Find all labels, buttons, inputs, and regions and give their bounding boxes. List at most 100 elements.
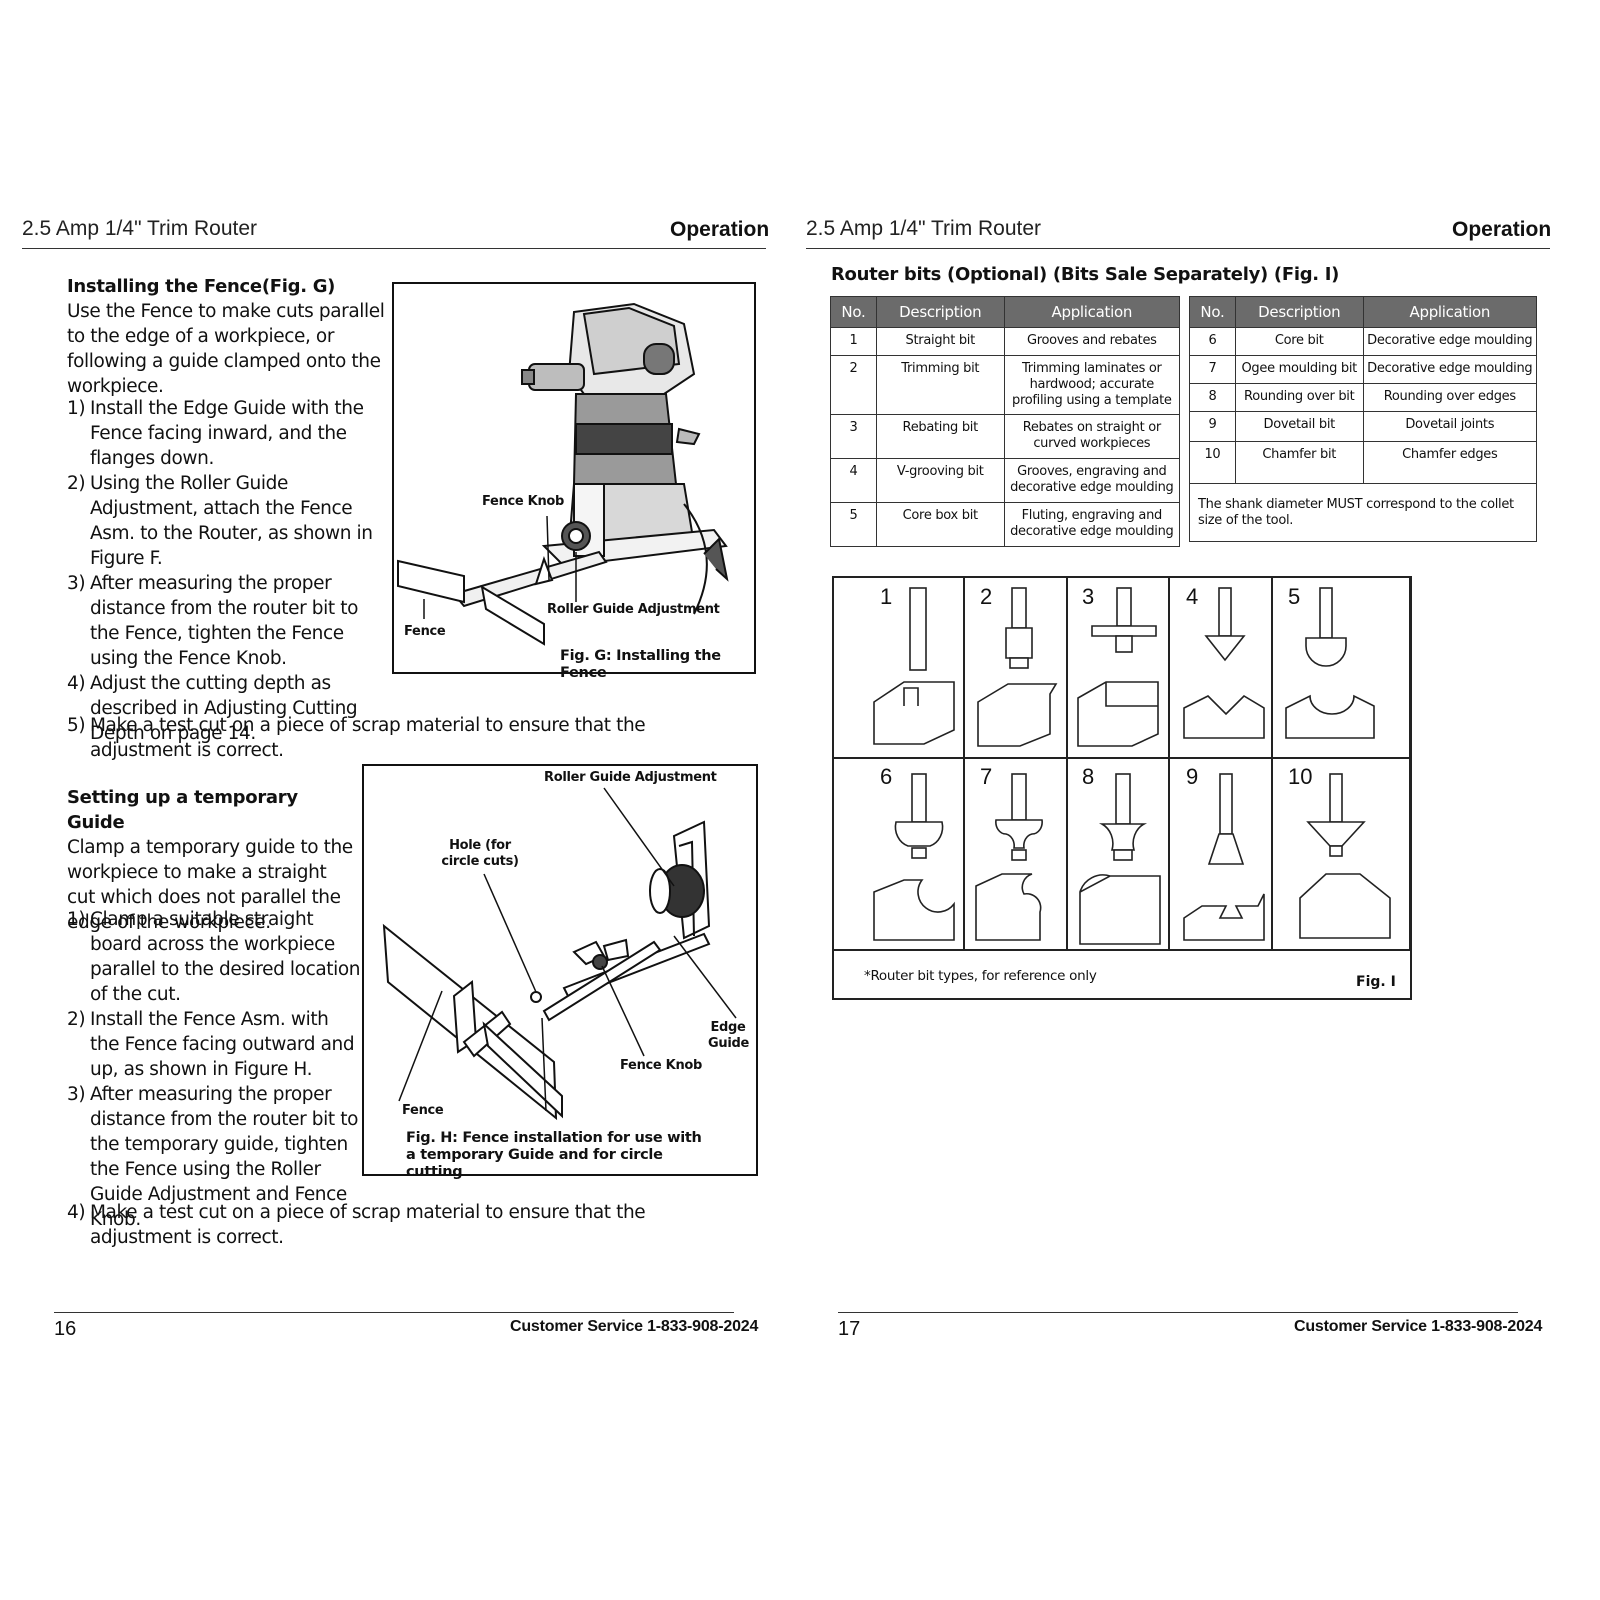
router-bit-illustrations bbox=[834, 578, 1410, 951]
leader-line bbox=[398, 990, 443, 1102]
ogee-moulding-bit-icon bbox=[1011, 773, 1027, 821]
core-cut-workpiece-icon bbox=[873, 879, 955, 941]
bit-number: 3 bbox=[1082, 584, 1095, 609]
figure-h: Roller Guide Adjustment Hole (for circle… bbox=[362, 764, 758, 1180]
core-box-workpiece-icon bbox=[1285, 694, 1375, 739]
grid-note: *Router bit types, for reference only bbox=[864, 968, 1097, 984]
v-grooving-bit-icon bbox=[1218, 587, 1232, 637]
leader-line bbox=[541, 1017, 547, 1112]
col-header-application: Application bbox=[1362, 296, 1538, 328]
bit-number: 7 bbox=[980, 764, 993, 789]
col-header-no: No. bbox=[1189, 296, 1236, 328]
fence-step: 2)Using the Roller Guide Adjustment, att… bbox=[67, 473, 373, 569]
left-customer-service: Customer Service 1-833-908-2024 bbox=[510, 1318, 759, 1335]
fence-steps-list-wide: 5)Make a test cut on a piece of scrap ma… bbox=[67, 713, 747, 763]
guide-section-intro: Clamp a temporary guide to the workpiece… bbox=[67, 837, 353, 933]
dovetail-bit-icon bbox=[1219, 773, 1233, 835]
figure-i: 1 2 3 4 5 6 7 8 9 10 *Router bit types, … bbox=[832, 576, 1412, 1000]
leader-line bbox=[603, 787, 675, 887]
leader-line bbox=[483, 873, 537, 993]
fig-g-label-roller-guide: Roller Guide Adjustment bbox=[547, 602, 720, 617]
right-header-section: Operation bbox=[1452, 218, 1552, 241]
chamfer-bit-icon bbox=[1329, 773, 1343, 823]
rebate-cut-workpiece-icon bbox=[1077, 681, 1159, 747]
left-page-number: 16 bbox=[54, 1318, 77, 1340]
rounding-over-bit-icon bbox=[1115, 773, 1131, 825]
fig-h-label-hole: Hole (for circle cuts) bbox=[441, 838, 519, 869]
right-header-rule bbox=[806, 248, 1550, 249]
fig-h-label-edge-guide: Edge Guide bbox=[708, 1020, 750, 1051]
bit-number: 10 bbox=[1288, 764, 1313, 789]
table-header-row: No. Description Application bbox=[830, 296, 1181, 328]
guide-step: 1)Clamp a suitable straight board across… bbox=[67, 909, 361, 1005]
guide-section-text: Setting up a temporary Guide Clamp a tem… bbox=[67, 785, 357, 935]
table-note-row: The shank diameter MUST correspond to th… bbox=[1189, 483, 1537, 542]
fig-h-caption: Fig. H: Fence installation for use with … bbox=[406, 1130, 702, 1180]
rebating-bit-icon bbox=[1116, 587, 1132, 627]
table-header-row: No. Description Application bbox=[1189, 296, 1538, 328]
col-header-description: Description bbox=[1234, 296, 1364, 328]
fig-h-label-fence: Fence bbox=[402, 1103, 444, 1118]
guide-steps-list-wide: 4)Make a test cut on a piece of scrap ma… bbox=[67, 1200, 747, 1250]
right-header-title: 2.5 Amp 1/4" Trim Router bbox=[806, 217, 1042, 240]
straight-bit-icon bbox=[909, 587, 927, 671]
left-header-section: Operation bbox=[670, 218, 770, 241]
guide-section-heading: Setting up a temporary Guide bbox=[67, 787, 298, 833]
rounding-over-workpiece-icon bbox=[1079, 874, 1161, 945]
guide-steps-list: 1)Clamp a suitable straight board across… bbox=[67, 907, 367, 1232]
col-header-no: No. bbox=[830, 296, 877, 328]
chamfer-cut-workpiece-icon bbox=[1299, 873, 1391, 939]
col-header-description: Description bbox=[875, 296, 1005, 328]
core-box-bit-icon bbox=[1319, 587, 1333, 639]
left-page: 2.5 Amp 1/4" Trim Router Operation Insta… bbox=[22, 217, 770, 1340]
right-page-number: 17 bbox=[838, 1318, 861, 1340]
fence-step: 1)Install the Edge Guide with the Fence … bbox=[67, 398, 364, 469]
dovetail-joint-workpiece-icon bbox=[1183, 893, 1265, 941]
bit-number: 2 bbox=[980, 584, 993, 609]
fence-assembly-illustration bbox=[382, 787, 737, 1121]
col-header-application: Application bbox=[1003, 296, 1181, 328]
fig-h-label-roller-guide: Roller Guide Adjustment bbox=[544, 770, 717, 785]
figure-g: Fence Knob Fence Roller Guide Adjustment… bbox=[392, 282, 756, 681]
fence-steps-list: 1)Install the Edge Guide with the Fence … bbox=[67, 396, 387, 746]
core-bit-icon bbox=[911, 773, 927, 823]
router-illustration bbox=[397, 302, 729, 646]
grid-caption: Fig. I bbox=[1356, 974, 1396, 990]
fig-g-caption: Fig. G: Installing the Fence bbox=[560, 648, 721, 681]
guide-step: 4)Make a test cut on a piece of scrap ma… bbox=[67, 1202, 646, 1248]
bit-number: 6 bbox=[880, 764, 893, 789]
fig-g-label-fence-knob: Fence Knob bbox=[482, 494, 565, 509]
leader-line bbox=[546, 515, 550, 581]
bits-heading: Router bits (Optional) (Bits Sale Separa… bbox=[831, 264, 1340, 285]
fence-section-text: Installing the Fence(Fig. G) Use the Fen… bbox=[67, 274, 397, 399]
right-footer-rule bbox=[838, 1312, 1518, 1313]
guide-step: 2)Install the Fence Asm. with the Fence … bbox=[67, 1009, 355, 1080]
leader-line bbox=[601, 965, 645, 1057]
fig-h-label-fence-knob: Fence Knob bbox=[620, 1058, 703, 1073]
leader-line bbox=[673, 935, 737, 1019]
guide-step: 3)After measuring the proper distance fr… bbox=[67, 1084, 358, 1230]
bit-number: 1 bbox=[880, 584, 893, 609]
fence-section-intro: Use the Fence to make cuts parallel to t… bbox=[67, 301, 385, 397]
bit-number: 4 bbox=[1186, 584, 1199, 609]
table-note: The shank diameter MUST correspond to th… bbox=[1189, 483, 1537, 542]
trimming-cut-workpiece-icon bbox=[977, 683, 1058, 747]
left-footer-rule bbox=[54, 1312, 734, 1313]
bit-number: 5 bbox=[1288, 584, 1301, 609]
bit-number: 8 bbox=[1082, 764, 1095, 789]
trimming-bit-icon bbox=[1011, 587, 1027, 629]
v-groove-workpiece-icon bbox=[1183, 694, 1265, 739]
fence-step: 4)Adjust the cutting depth as described … bbox=[67, 673, 358, 744]
bit-number: 9 bbox=[1186, 764, 1199, 789]
right-customer-service: Customer Service 1-833-908-2024 bbox=[1294, 1318, 1543, 1335]
